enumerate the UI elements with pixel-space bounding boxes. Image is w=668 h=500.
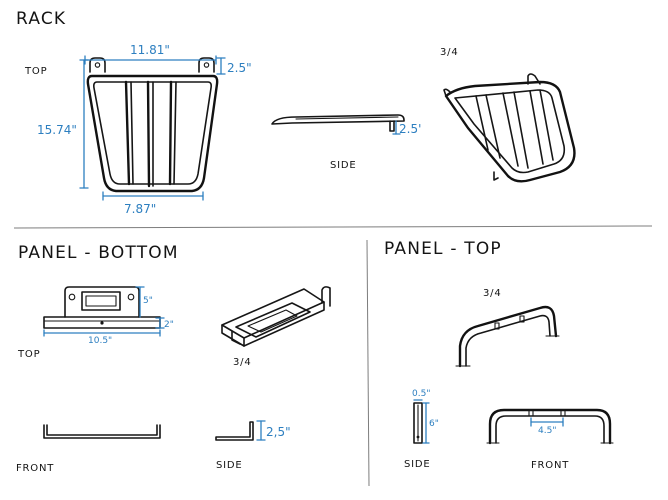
panel-bottom-side-view bbox=[215, 421, 254, 441]
panel-bottom-front-label: FRONT bbox=[16, 463, 54, 474]
panel-top-side-top-dim: 0.5" bbox=[412, 389, 430, 399]
rack-tab-height-dim: 2.5" bbox=[227, 61, 252, 75]
panel-top-front-dimension bbox=[530, 417, 564, 427]
panel-bottom-plate-height-dim: 5" bbox=[143, 296, 153, 306]
panel-bottom-side-height-dim: 2,5" bbox=[266, 425, 291, 439]
panel-top-side-height-dim: 6" bbox=[429, 419, 439, 429]
panel-bottom-side-label: SIDE bbox=[216, 460, 243, 471]
panel-bottom-width-dim: 10.5" bbox=[88, 336, 112, 346]
panel-top-side-dimensions bbox=[413, 399, 430, 444]
rack-width-bottom-dim: 7.87" bbox=[124, 202, 156, 216]
panel-bottom-top-view bbox=[43, 286, 161, 329]
panel-bottom-three-quarter-label: 3/4 bbox=[233, 357, 252, 368]
rack-length-dim: 15.74" bbox=[37, 123, 77, 137]
section-divider-horizontal bbox=[13, 225, 653, 229]
rack-side-view bbox=[271, 114, 405, 132]
section-divider-vertical bbox=[366, 239, 370, 487]
rack-three-quarter-view bbox=[443, 73, 576, 183]
rack-side-label: SIDE bbox=[330, 160, 357, 171]
panel-top-side-view bbox=[413, 402, 423, 444]
panel-top-three-quarter-label: 3/4 bbox=[483, 288, 502, 299]
panel-top-front-label: FRONT bbox=[531, 460, 569, 471]
panel-bottom-side-dimension bbox=[256, 420, 266, 441]
panel-bottom-flange-height-dim: 2" bbox=[164, 320, 174, 330]
rack-top-view bbox=[86, 57, 219, 193]
rack-top-dimensions bbox=[79, 55, 226, 201]
panel-bottom-front-view bbox=[43, 424, 161, 439]
panel-bottom-top-dimensions bbox=[43, 286, 165, 337]
section-title-rack: RACK bbox=[16, 9, 66, 29]
section-title-panel-bottom: PANEL - BOTTOM bbox=[18, 243, 179, 263]
rack-top-label: TOP bbox=[24, 66, 47, 77]
panel-top-three-quarter-view bbox=[455, 305, 560, 368]
panel-bottom-top-label: TOP bbox=[17, 349, 40, 360]
rack-side-height-dim: 2.5' bbox=[399, 122, 421, 136]
rack-width-top-dim: 11.81" bbox=[130, 43, 170, 57]
rack-side-dimension bbox=[392, 120, 401, 135]
panel-top-front-view bbox=[486, 408, 614, 445]
panel-top-side-label: SIDE bbox=[404, 459, 431, 470]
rack-three-quarter-label: 3/4 bbox=[440, 47, 459, 58]
section-title-panel-top: PANEL - TOP bbox=[384, 239, 502, 259]
panel-top-front-spacing-dim: 4.5" bbox=[538, 426, 556, 436]
panel-bottom-three-quarter-view bbox=[221, 286, 331, 347]
